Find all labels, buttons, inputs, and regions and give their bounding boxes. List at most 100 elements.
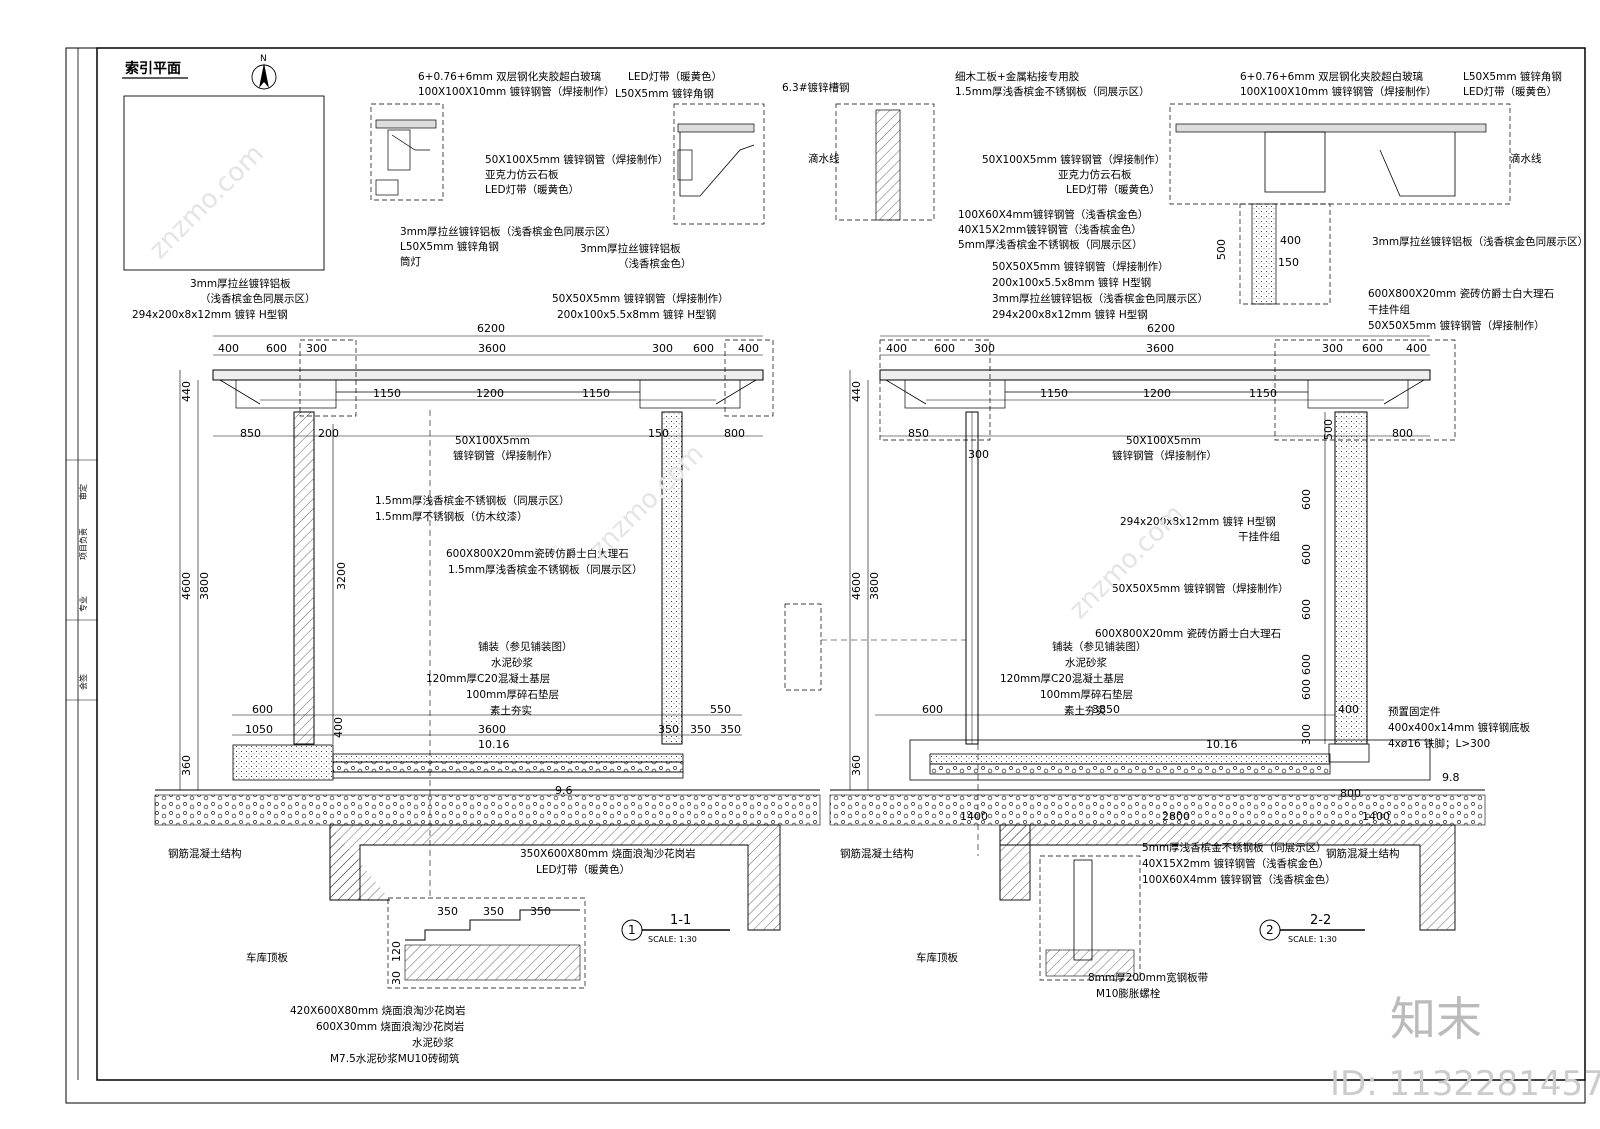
s2-detail-label: 干挂件组 bbox=[1368, 303, 1410, 316]
s2-bottom-label: 8mm厚200mm宽钢板带 bbox=[1088, 971, 1208, 984]
s2-dim: 600 bbox=[1362, 342, 1383, 355]
s1-struct-label: 车库顶板 bbox=[246, 951, 288, 964]
s2-section-name: 2-2 bbox=[1310, 913, 1331, 928]
s1-dim: 120 bbox=[390, 941, 403, 962]
s1-dim: 3600 bbox=[478, 342, 506, 355]
watermark: 知末 ID: 1132281457 znzmo.com znzmo.com zn… bbox=[144, 139, 1600, 1104]
s1-left-label: （浅香槟金色同展示区） bbox=[200, 292, 316, 305]
s2-struct-label: 钢筋混凝土结构 bbox=[1326, 847, 1400, 860]
s1-dim: 200 bbox=[318, 427, 339, 440]
s1-dim: 350 bbox=[483, 905, 504, 918]
s1-dim: 400 bbox=[738, 342, 759, 355]
s2-dim: 800 bbox=[1392, 427, 1413, 440]
s2-detail-label: L50X5mm 镀锌角钢 bbox=[1463, 70, 1562, 83]
s2-left-label: 294x200x8x12mm 镀锌 H型钢 bbox=[992, 308, 1148, 321]
s1-step-label: LED灯带（暖黄色） bbox=[536, 863, 630, 876]
s2-dim: 3600 bbox=[1146, 342, 1174, 355]
s1-dim: 350 bbox=[437, 905, 458, 918]
s1-detail-left-label: L50X5mm 镀锌角钢 bbox=[400, 240, 499, 253]
s1-detail-left-label: 3mm厚拉丝镀锌铝板（浅香槟金色同展示区） bbox=[400, 225, 616, 238]
s1-dim: 150 bbox=[648, 427, 669, 440]
watermark-brand: 知末 bbox=[1390, 992, 1482, 1046]
s2-struct-label: 车库顶板 bbox=[916, 951, 958, 964]
watermark-site: znzmo.com bbox=[584, 439, 710, 565]
s2-paving-label: 水泥砂浆 bbox=[1065, 656, 1107, 669]
s2-dim: 500 bbox=[1215, 239, 1228, 260]
s2-dim: 150 bbox=[1278, 256, 1299, 269]
s2-dim: 440 bbox=[850, 381, 863, 402]
s2-detail-label: 3mm厚拉丝镀锌铝板（浅香槟金色同展示区） bbox=[1372, 235, 1588, 248]
s2-struct-label: 钢筋混凝土结构 bbox=[840, 847, 914, 860]
s1-right-label: 50X50X5mm 镀锌钢管（焊接制作） bbox=[552, 292, 729, 305]
s2-dim: 2800 bbox=[1162, 810, 1190, 823]
s1-dim: 1150 bbox=[582, 387, 610, 400]
s1-mid-label: 镀锌钢管（焊接制作） bbox=[453, 449, 558, 462]
s2-dim: 300 bbox=[1300, 724, 1313, 745]
s2-bottom-label: M10膨胀螺栓 bbox=[1096, 987, 1161, 1000]
s2-dim: 1150 bbox=[1040, 387, 1068, 400]
s2-dim: 3800 bbox=[868, 572, 881, 600]
s2-level: 9.8 bbox=[1442, 771, 1460, 784]
s1-level: 9.6 bbox=[555, 784, 573, 797]
s2-embed-label: 4xø16 铁脚；L>300 bbox=[1388, 737, 1490, 750]
s2-top-label: 100X60X4mm镀锌钢管（浅香槟金色） bbox=[958, 208, 1148, 221]
s1-detail-right-label: 3mm厚拉丝镀锌铝板 bbox=[580, 242, 681, 255]
s1-detail-left-label: 筒灯 bbox=[400, 255, 421, 268]
s2-dim: 600 bbox=[1300, 489, 1313, 510]
s1-dim: 440 bbox=[180, 381, 193, 402]
s1-dim: 600 bbox=[693, 342, 714, 355]
s1-section-number: 1 bbox=[628, 923, 636, 937]
s2-bottom-label: 100X60X4mm 镀锌钢管（浅香槟金色） bbox=[1142, 873, 1336, 886]
s2-detail-label: 6+0.76+6mm 双层钢化夹胶超白玻璃 bbox=[1240, 70, 1423, 83]
s1-mid-label: 1.5mm厚不锈钢板（仿木纹漆） bbox=[375, 510, 528, 523]
s2-paving-label: 素土夯实 bbox=[1064, 704, 1106, 717]
s1-step-label: 水泥砂浆 bbox=[412, 1036, 454, 1049]
s1-dim: 1200 bbox=[476, 387, 504, 400]
s2-paving-label: 铺装（参见铺装图） bbox=[1052, 640, 1147, 653]
s1-step-label: 350X600X80mm 烧面浪淘沙花岗岩 bbox=[520, 847, 696, 860]
s1-paving-label: 水泥砂浆 bbox=[491, 656, 533, 669]
s2-mid-label: 干挂件组 bbox=[1238, 530, 1280, 543]
s2-paving-label: 120mm厚C20混凝土基层 bbox=[1000, 672, 1124, 685]
index-plan: 索引平面 N bbox=[122, 54, 325, 271]
title-block-label: 会签 bbox=[78, 674, 88, 690]
s2-detail-label: LED灯带（暖黄色） bbox=[1463, 85, 1557, 98]
s1-step-label: 420X600X80mm 烧面浪淘沙花岗岩 bbox=[290, 1004, 466, 1017]
s1-dim: 3800 bbox=[198, 572, 211, 600]
s1-dim: 3200 bbox=[335, 562, 348, 590]
s2-dim: 600 bbox=[922, 703, 943, 716]
s2-dim: 600 bbox=[1300, 654, 1313, 675]
s1-mid-label: 600X800X20mm瓷砖仿爵士白大理石 bbox=[446, 547, 629, 560]
s2-mid-label: 50X100X5mm bbox=[1126, 435, 1201, 447]
s2-dim: 400 bbox=[886, 342, 907, 355]
s2-embed-label: 400x400x14mm 镀锌钢底板 bbox=[1388, 721, 1531, 734]
s2-detail-label: 50X50X5mm 镀锌钢管（焊接制作） bbox=[1368, 319, 1545, 332]
s1-left-label: 294x200x8x12mm 镀锌 H型钢 bbox=[132, 308, 288, 321]
s2-level: 10.16 bbox=[1206, 738, 1238, 751]
s1-detail-right-label: LED灯带（暖黄色） bbox=[628, 70, 722, 83]
s2-detail-label: LED灯带（暖黄色） bbox=[1066, 183, 1160, 196]
s2-bottom-label: 40X15X2mm 镀锌钢管（浅香槟金色） bbox=[1142, 857, 1329, 870]
s1-detail-right-label: 滴水线 bbox=[808, 152, 840, 165]
section-1-1 bbox=[154, 103, 821, 989]
s2-dim: 850 bbox=[908, 427, 929, 440]
s1-dim: 30 bbox=[390, 971, 403, 985]
s1-left-label: 3mm厚拉丝镀锌铝板 bbox=[190, 277, 291, 290]
s2-top-label: 6.3#镀锌槽钢 bbox=[782, 81, 850, 94]
s1-step-label: M7.5水泥砂浆MU10砖砌筑 bbox=[330, 1052, 460, 1065]
s1-dim: 550 bbox=[710, 703, 731, 716]
s1-section-scale: SCALE: 1:30 bbox=[648, 935, 697, 944]
s2-dim: 600 bbox=[1300, 679, 1313, 700]
s1-detail-left-label: 100X100X10mm 镀锌钢管（焊接制作） bbox=[418, 85, 615, 98]
s1-right-label: 200x100x5.5x8mm 镀锌 H型钢 bbox=[557, 308, 716, 321]
s1-dim: 600 bbox=[266, 342, 287, 355]
s2-dim: 1400 bbox=[1362, 810, 1390, 823]
s2-dim: 600 bbox=[934, 342, 955, 355]
section2-text: 6.3#镀锌槽钢 细木工板+金属粘接专用胶 1.5mm厚浅香槟金不锈钢板（同展示… bbox=[782, 70, 1588, 1000]
s2-dim: 6200 bbox=[1147, 322, 1175, 335]
s2-dim: 400 bbox=[1338, 703, 1359, 716]
s2-dim: 600 bbox=[1300, 599, 1313, 620]
s1-mid-label: 50X100X5mm bbox=[455, 435, 530, 447]
